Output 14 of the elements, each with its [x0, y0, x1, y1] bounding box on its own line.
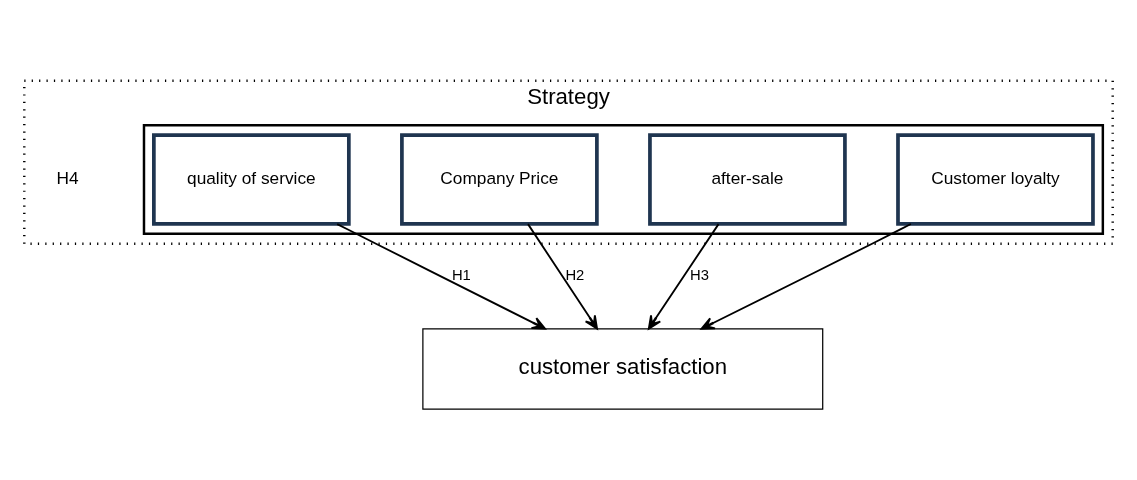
- arrow: [647, 223, 720, 330]
- label: H4: [56, 168, 79, 189]
- node-box: Customer loyalty: [896, 133, 1095, 226]
- arrow: [700, 223, 912, 330]
- cluster: [142, 124, 1105, 236]
- arrow: [336, 223, 546, 330]
- node-box: after-sale: [648, 133, 847, 226]
- edge-label: H1: [451, 267, 471, 284]
- node-box: Company Price: [400, 133, 599, 226]
- edge-label: H3: [690, 267, 709, 284]
- arrow: [527, 223, 598, 330]
- node-box: quality of service: [152, 133, 351, 226]
- edge-label: H2: [565, 267, 585, 284]
- node-box: customer satisfaction: [422, 328, 824, 410]
